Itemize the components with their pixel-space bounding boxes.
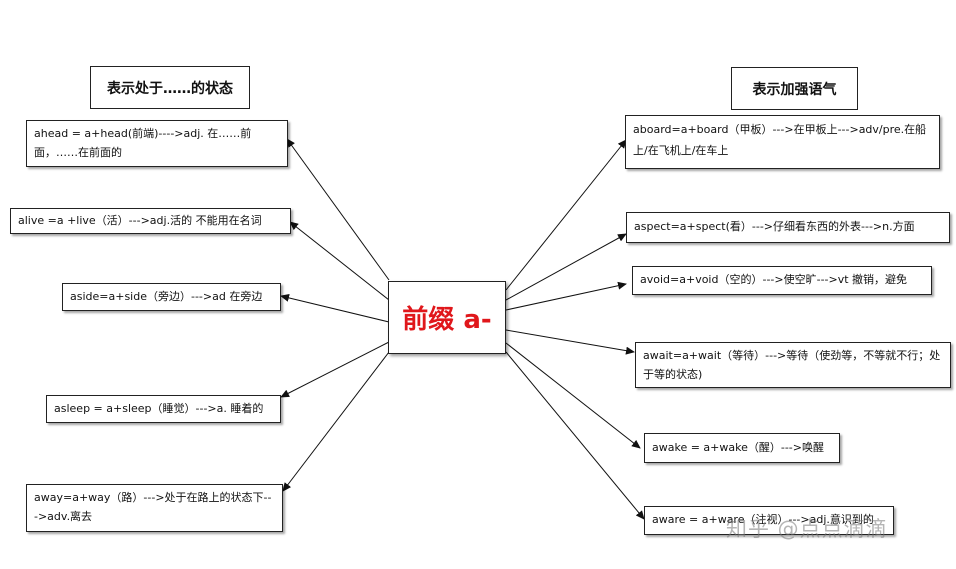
right-category-header: 表示加强语气 [731, 67, 858, 110]
node-aware: aware = a+ware（注视）--->adj.意识到的 [644, 506, 894, 535]
arrow-to-aside [280, 293, 390, 323]
arrow-to-alive [289, 221, 390, 301]
arrow-to-awake [505, 342, 641, 449]
node-away: away=a+way（路）--->处于在路上的状态下--->adv.离去 [26, 484, 283, 532]
node-alive: alive =a +live（活）--->adj.活的 不能用在名词 [10, 208, 291, 234]
node-aside: aside=a+side（旁边）--->ad 在旁边 [62, 283, 281, 311]
left-category-header: 表示处于……的状态 [90, 66, 250, 109]
arrow-to-aspect [505, 233, 627, 301]
arrow-to-ahead [286, 138, 390, 281]
node-aboard: aboard=a+board（甲板）--->在甲板上--->adv/pre.在船… [625, 115, 940, 169]
arrow-to-aboard [505, 139, 627, 291]
arrow-to-await [505, 329, 635, 355]
node-avoid: avoid=a+void（空的）--->使空旷--->vt 撤销，避免 [632, 266, 932, 295]
arrow-to-aware [505, 351, 645, 520]
arrow-to-away [282, 351, 390, 492]
node-asleep: asleep = a+sleep（睡觉）--->a. 睡着的 [46, 395, 281, 423]
node-await: await=a+wait（等待）--->等待（使劲等，不等就不行；处于等的状态) [635, 342, 951, 388]
node-ahead: ahead = a+head(前端)---->adj. 在……前面，……在前面的 [26, 120, 288, 167]
center-node: 前缀 a- [388, 281, 506, 354]
center-label: 前缀 a- [402, 305, 492, 335]
node-aspect: aspect=a+spect(看）--->仔细看东西的外表--->n.方面 [626, 212, 950, 243]
node-awake: awake = a+wake（醒）--->唤醒 [644, 433, 840, 463]
arrow-to-asleep [280, 341, 390, 398]
arrow-to-avoid [505, 281, 627, 311]
watermark: 知乎 @点点滴滴 [726, 517, 888, 541]
